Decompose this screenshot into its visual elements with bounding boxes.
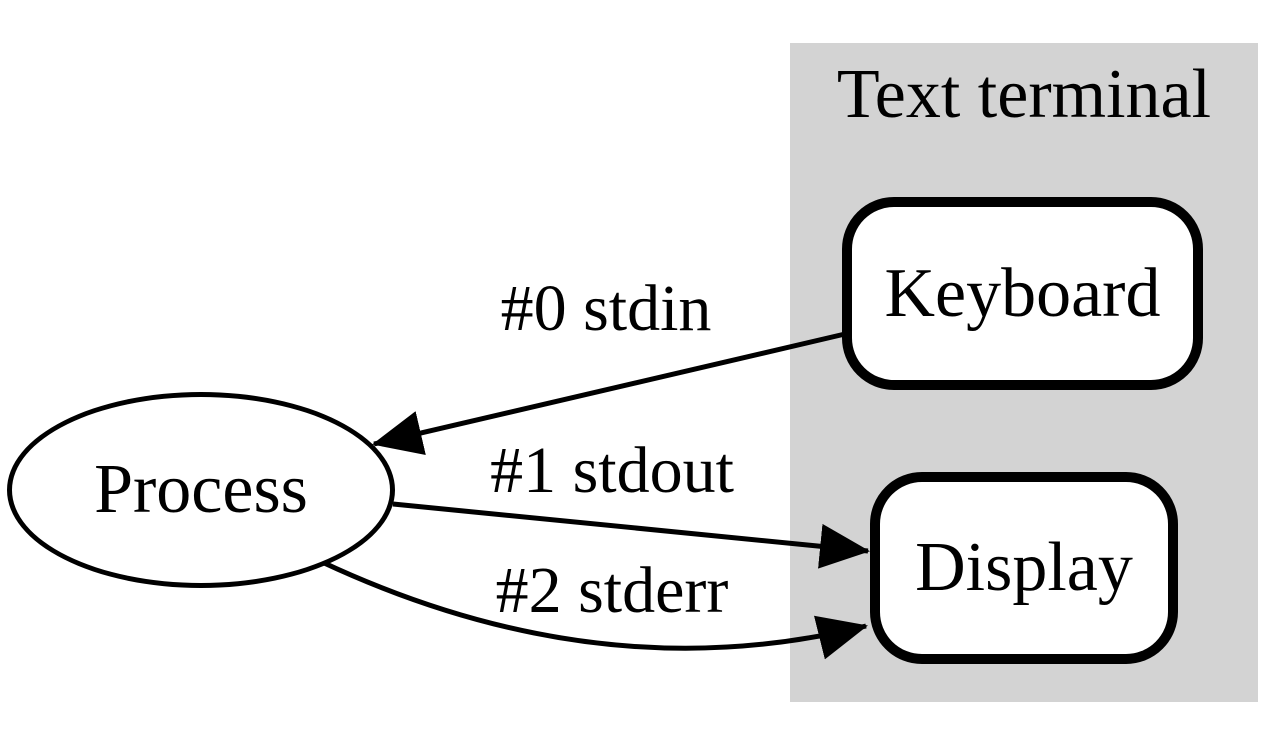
stdin-edge-label: #0 stdin xyxy=(500,272,712,345)
display-node-label: Display xyxy=(915,529,1133,606)
stderr-edge-line xyxy=(320,559,868,660)
keyboard-node: Keyboard xyxy=(842,197,1203,390)
display-node: Display xyxy=(870,472,1178,664)
keyboard-node-label: Keyboard xyxy=(884,254,1161,332)
process-node: Process xyxy=(7,392,395,588)
stdout-edge-line xyxy=(392,501,870,569)
process-node-label: Process xyxy=(94,451,308,528)
stdin-edge-line xyxy=(372,331,846,455)
stdout-edge-label: #1 stdout xyxy=(490,434,734,507)
text-terminal-title: Text terminal xyxy=(836,56,1212,133)
stderr-edge-label: #2 stderr xyxy=(495,554,729,627)
